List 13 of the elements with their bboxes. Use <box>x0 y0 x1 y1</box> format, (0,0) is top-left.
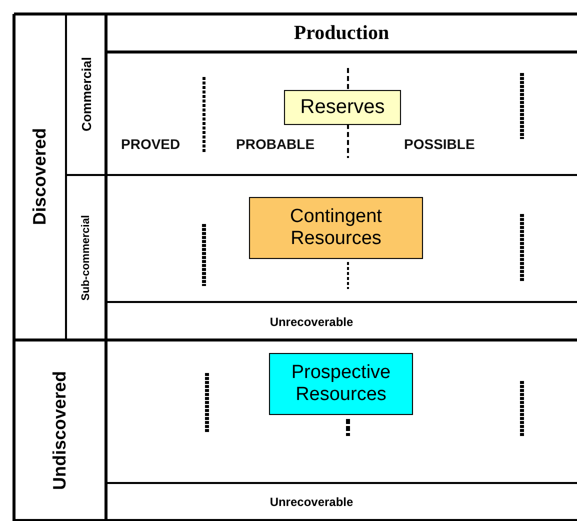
column-heading: Production <box>294 22 390 44</box>
reserves-box: Reserves <box>284 90 401 125</box>
column-label: PROVED <box>121 136 180 152</box>
row-label: Sub-commercial <box>80 214 92 300</box>
column-label: POSSIBLE <box>404 136 475 152</box>
prospective-resources-box: Prospective Resources <box>269 353 413 415</box>
row-label: Undiscovered <box>48 370 70 490</box>
row-label: Discovered <box>28 128 50 226</box>
column-label: PROBABLE <box>236 136 315 152</box>
row-label: Unrecoverable <box>270 495 354 509</box>
row-label: Commercial <box>78 57 94 132</box>
row-label: Unrecoverable <box>270 315 354 329</box>
contingent-resources-box: Contingent Resources <box>249 197 423 259</box>
